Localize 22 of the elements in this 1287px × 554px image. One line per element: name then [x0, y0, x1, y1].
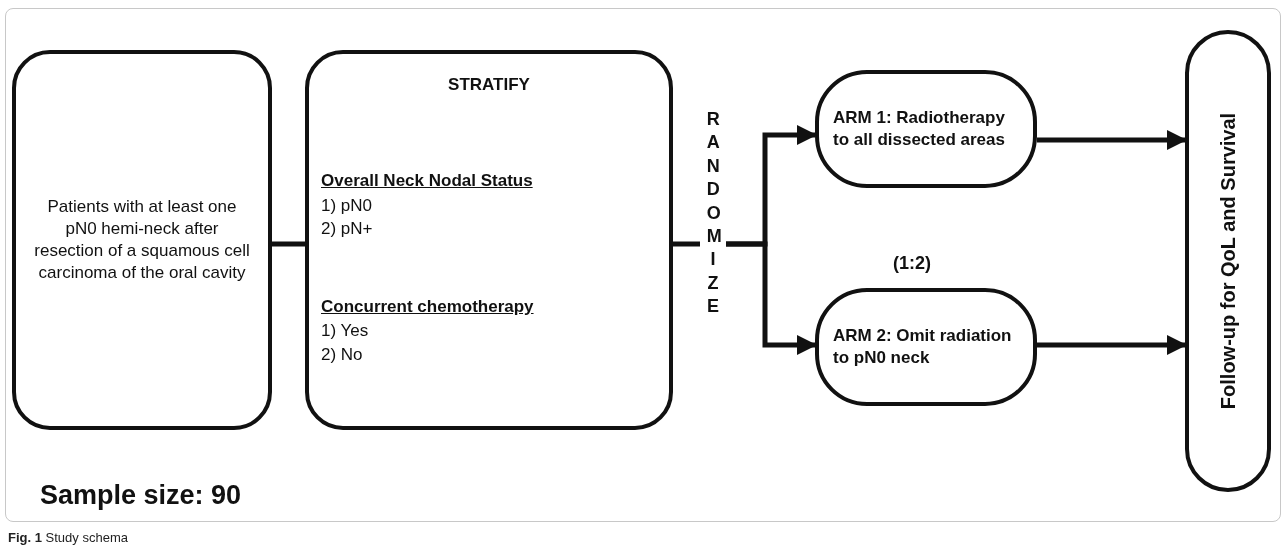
outcome-text: Follow-up for QoL and Survival — [1216, 112, 1240, 410]
section-heading: Overall Neck Nodal Status — [321, 170, 533, 192]
list-item: 2) pN+ — [321, 218, 373, 240]
connector-line — [272, 241, 305, 247]
arrow — [726, 241, 817, 355]
section-heading: Concurrent chemotherapy — [321, 296, 534, 318]
figure-caption: Fig. 1 Study schema — [8, 530, 128, 545]
list-item: 1) Yes — [321, 320, 369, 342]
stratification-box — [305, 50, 673, 430]
step-label-text: RANDOMIZE — [706, 108, 720, 319]
ratio-label: (1:2) — [893, 253, 931, 274]
list-item: 1) pN0 — [321, 195, 373, 217]
arm-text: ARM 2: Omit radiation to pN0 neck — [833, 324, 1013, 369]
arm-text: ARM 1: Radiotherapy to all dissected areas — [833, 106, 1006, 151]
list-item: 2) No — [321, 344, 363, 366]
box-heading: STRATIFY — [447, 74, 531, 96]
arrow — [1037, 335, 1187, 355]
box-text: Patients with at least one pN0 hemi-neck after resection of a squamous cell carcinoma of the oral cavity — [33, 195, 251, 285]
connector-line — [673, 241, 700, 247]
arrow — [1037, 130, 1187, 150]
sample-size-label: Sample size: 90 — [40, 480, 242, 511]
process-box — [12, 50, 272, 430]
